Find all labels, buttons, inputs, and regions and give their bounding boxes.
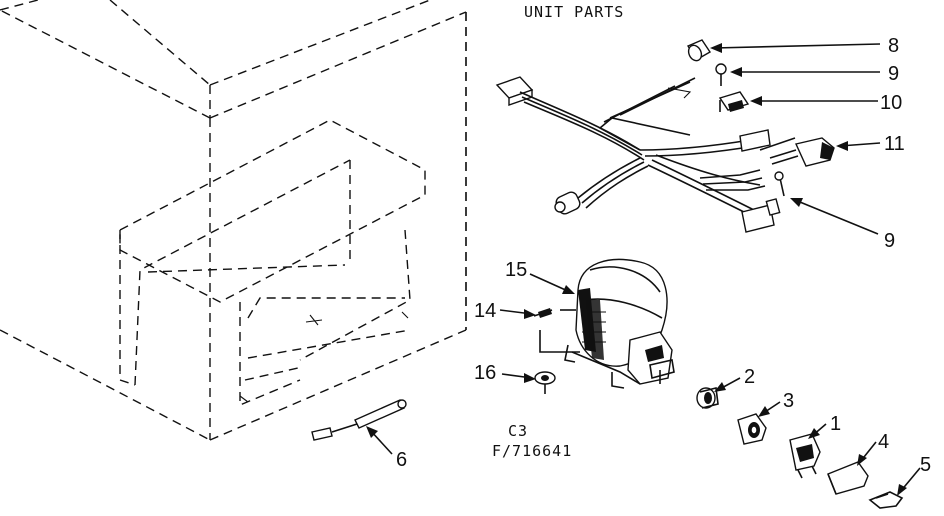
callout-3: 3	[783, 390, 794, 412]
part-14-pin	[533, 308, 553, 318]
callout-14: 14	[474, 300, 496, 322]
part-16-grommet	[534, 371, 556, 394]
part-1-start-relay	[789, 433, 821, 479]
callout-5: 5	[920, 454, 931, 476]
callout-6: 6	[396, 449, 407, 471]
callout-2: 2	[744, 366, 755, 388]
part-4-cover	[827, 461, 869, 495]
part-6-sensor	[311, 399, 407, 441]
leader-lines	[366, 43, 921, 496]
part-10-clamp	[718, 91, 750, 112]
callout-11: 11	[884, 133, 905, 155]
figure-number: F/716641	[492, 442, 572, 460]
part-11-plug	[769, 137, 835, 167]
compressor	[539, 258, 675, 389]
callout-9-top: 9	[888, 63, 899, 85]
callout-numbers: 8 9 10 11 9 15 14 16 6 2 3 1 4 5	[396, 35, 931, 476]
callout-9-lower: 9	[884, 230, 895, 252]
wiring-harness	[495, 76, 796, 233]
part-9-screw-lower	[774, 171, 785, 197]
part-5-bale-clip	[868, 491, 904, 509]
callout-8: 8	[888, 35, 899, 57]
part-2-overload	[696, 387, 719, 409]
model-code: C3	[508, 422, 528, 440]
callout-15: 15	[505, 259, 527, 281]
callout-4: 4	[878, 431, 889, 453]
cabinet-outline	[0, 0, 467, 441]
part-3-relay	[737, 413, 767, 445]
callout-16: 16	[474, 362, 496, 384]
diagram-title: UNIT PARTS	[524, 3, 624, 21]
part-8-wire-cap	[687, 39, 711, 62]
callout-1: 1	[830, 413, 841, 435]
callout-10: 10	[880, 92, 902, 114]
part-9-screw-top	[715, 63, 727, 86]
